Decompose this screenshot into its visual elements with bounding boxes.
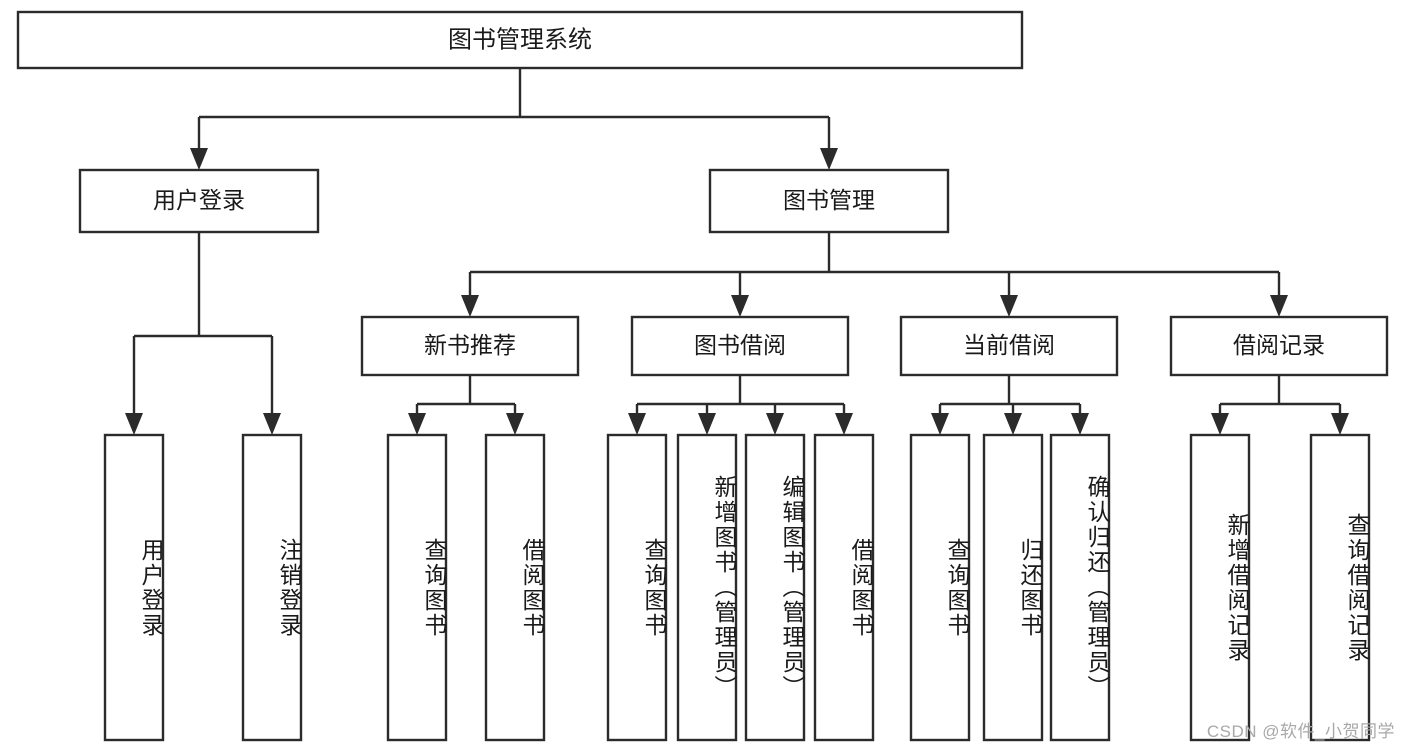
node-当前借阅-box[interactable] xyxy=(899,315,1119,377)
watermark-text: CSDN @软件_小贺同学 xyxy=(1206,722,1395,741)
node-图书借阅-label: 图书借阅 xyxy=(694,332,786,358)
node-查询借阅记录-box[interactable] xyxy=(1309,433,1371,742)
node-新增借阅记录-box[interactable] xyxy=(1189,433,1251,742)
arrow-to-leaf xyxy=(1071,413,1089,435)
arrow-to-node-当前借阅 xyxy=(1000,295,1018,317)
node-用户登录-label: 用户登录 xyxy=(153,187,245,213)
node-编辑图书管理员-box[interactable] xyxy=(744,433,806,742)
node-图书管理-label: 图书管理 xyxy=(783,187,875,213)
arrow-to-node-图书借阅 xyxy=(731,295,749,317)
node-图书管理系统-box[interactable] xyxy=(16,10,1024,70)
arrow-to-leaf xyxy=(1004,413,1022,435)
node-用户登录-box[interactable] xyxy=(78,168,320,234)
connector-layer xyxy=(125,68,1349,435)
node-查询图书-box[interactable] xyxy=(386,433,448,742)
arrow-to-leaf xyxy=(263,413,281,435)
node-图书借阅-box[interactable] xyxy=(630,315,850,377)
node-借阅图书-box[interactable] xyxy=(813,433,875,742)
node-借阅图书-box[interactable] xyxy=(484,433,546,742)
arrow-to-leaf xyxy=(628,413,646,435)
node-借阅记录-box[interactable] xyxy=(1169,315,1389,377)
node-用户登录-box[interactable] xyxy=(103,433,165,742)
node-图书管理系统-label: 图书管理系统 xyxy=(448,26,592,53)
arrow-to-node-图书管理 xyxy=(820,148,838,170)
node-新书推荐-label: 新书推荐 xyxy=(424,332,516,358)
node-查询图书-box[interactable] xyxy=(606,433,668,742)
arrow-to-leaf xyxy=(506,413,524,435)
arrow-to-leaf xyxy=(125,413,143,435)
arrow-to-leaf xyxy=(835,413,853,435)
arrow-to-node-新书推荐 xyxy=(461,295,479,317)
node-新增图书管理员-box[interactable] xyxy=(676,433,738,742)
node-借阅记录-label: 借阅记录 xyxy=(1233,332,1325,358)
node-归还图书-box[interactable] xyxy=(982,433,1044,742)
arrow-to-node-用户登录 xyxy=(190,148,208,170)
node-注销登录-box[interactable] xyxy=(241,433,303,742)
arrow-to-leaf xyxy=(766,413,784,435)
arrow-to-leaf xyxy=(408,413,426,435)
node-确认归还管理员-box[interactable] xyxy=(1049,433,1111,742)
node-查询图书-box[interactable] xyxy=(909,433,971,742)
arrow-to-leaf xyxy=(931,413,949,435)
node-当前借阅-label: 当前借阅 xyxy=(963,332,1055,358)
arrow-to-leaf xyxy=(1211,413,1229,435)
node-图书管理-box[interactable] xyxy=(708,168,950,234)
arrow-to-node-借阅记录 xyxy=(1270,295,1288,317)
arrow-to-leaf xyxy=(698,413,716,435)
node-新书推荐-box[interactable] xyxy=(360,315,580,377)
arrow-to-leaf xyxy=(1331,413,1349,435)
